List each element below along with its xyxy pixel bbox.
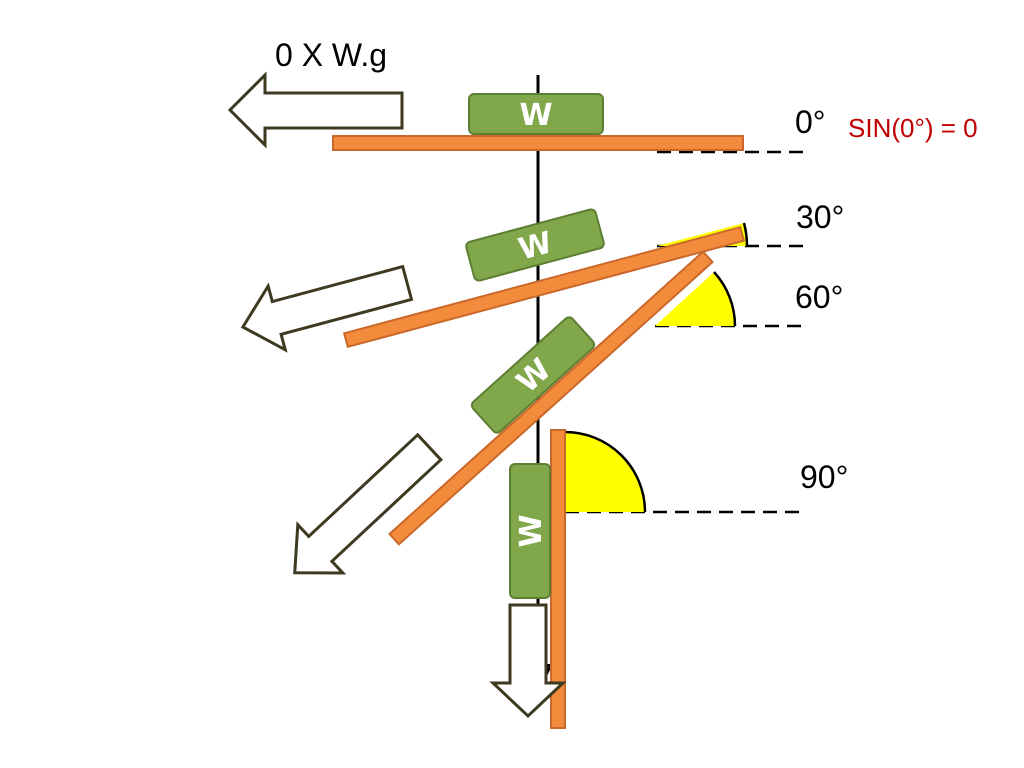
force-label: 0 X W.g — [275, 37, 387, 73]
angle-arc-60-outline — [713, 271, 737, 327]
angle-label-30: 30° — [796, 199, 844, 235]
angle-label-60: 60° — [795, 279, 843, 315]
angle-label-90: 90° — [800, 459, 848, 495]
plank-0-deg-group: W — [227, 71, 805, 154]
plank-30-deg-group: W — [240, 208, 805, 353]
force-arrow-90 — [489, 603, 567, 719]
weight-block-90 — [509, 463, 551, 599]
sine-equation: SIN(0°) = 0 — [848, 113, 978, 143]
weight-label-90: W — [514, 514, 549, 547]
plank-0-deg — [332, 135, 744, 151]
plank-60-deg-group: W — [293, 250, 805, 575]
weight-block-60 — [470, 316, 596, 434]
angle-label-0: 0° — [795, 104, 826, 140]
plank-90-deg-group: W — [489, 429, 805, 729]
force-arrow-30 — [240, 264, 414, 353]
force-arrow-0 — [227, 71, 404, 149]
angle-arc-90-outline — [564, 430, 647, 513]
angle-arc-60 — [655, 272, 735, 326]
weight-block-0 — [468, 93, 604, 135]
force-arrow-60 — [293, 432, 443, 575]
plank-60-deg — [388, 250, 714, 546]
angle-arc-30-outline — [742, 222, 749, 247]
weight-block-30 — [465, 208, 605, 282]
angle-arc-90 — [565, 432, 645, 512]
plank-30-deg — [342, 225, 746, 349]
weight-label-0: W — [519, 98, 552, 133]
